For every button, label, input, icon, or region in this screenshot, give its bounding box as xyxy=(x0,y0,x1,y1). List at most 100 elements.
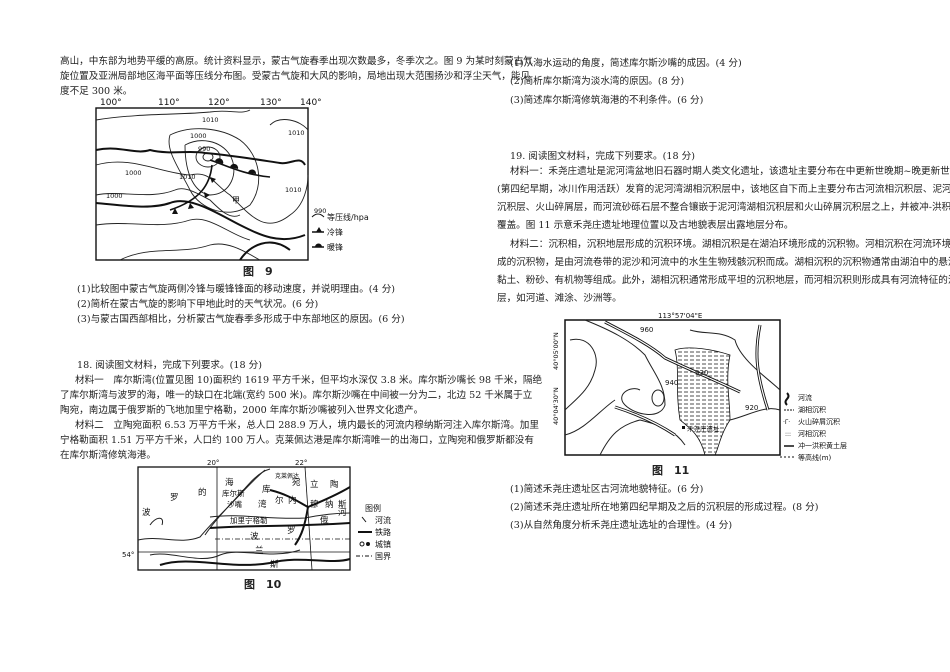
lon-label: 120° xyxy=(208,98,230,108)
figure-9-caption: 图 9 xyxy=(243,265,273,278)
map-label: 斯 xyxy=(270,559,279,570)
map-label: 罗 xyxy=(287,526,296,536)
q18-material-line: 了库尔斯湾与波罗的海，唯一的缺口在北端(宽约 500 米)。库尔斯沙嘴在中间被一… xyxy=(60,390,533,401)
q19-material-line: 材料一：禾尧庄遗址是泥河湾盆地旧石器时期人类文化遗址，该遗址主要分布在中更新世晚… xyxy=(510,166,950,177)
q18-material-line: 材料二 立陶宛面积 6.53 万平方千米，总人口 288.9 万人，境内最长的河… xyxy=(75,420,539,431)
isobar-label: 1010 xyxy=(288,129,305,137)
svg-text:·Γ·: ·Γ· xyxy=(783,419,790,426)
figure-9-map: 100° 110° 120° 130° 140° 1010 1000 990 1… xyxy=(95,98,369,261)
q19-material-line: 材料二：沉积相，沉积地层形成的沉积环境。湖相沉积是在湖泊环境形成的沉积物。河相沉… xyxy=(510,239,950,250)
isobar-label: 1010 xyxy=(202,116,219,124)
q18-material-line: 材料一 库尔斯湾(位置见图 10)面积约 1619 平方千米，但平均水深仅 3.… xyxy=(75,375,543,386)
map-label: 库 xyxy=(262,484,271,495)
lat-label: 20° xyxy=(207,459,219,467)
map-label: 宛 xyxy=(292,477,301,488)
legend-isobar: 等压线/hpa xyxy=(327,212,369,222)
lat-label: 54° xyxy=(122,551,134,559)
question-17-1: (1)比较图中蒙古气旋两侧冷锋与暖锋锋面的移动速度，并说明理由。(4 分) xyxy=(77,284,396,295)
figure-10-map: 20° 22° 54° 波 罗 的 海 库尔斯 沙嘴 克莱佩达 立 陶 宛 库 … xyxy=(122,459,391,571)
legend-isobar-value: 990 xyxy=(314,207,326,215)
legend-railway: 铁路 xyxy=(375,527,391,537)
question-18-3: (3)简述库尔斯湾修筑海港的不利条件。(6 分) xyxy=(510,95,704,106)
contour-label: 940 xyxy=(665,379,678,387)
map-label: 罗 xyxy=(170,493,179,503)
question-19-1: (1)简述禾尧庄遗址区古河流地貌特征。(6 分) xyxy=(510,484,704,495)
question-17-3: (3)与蒙古国西部相比，分析蒙古气旋春季多形成于中东部地区的原因。(6 分) xyxy=(77,314,405,325)
isobar-label: 1000 xyxy=(190,132,207,140)
legend-title: 图例 xyxy=(365,503,381,513)
question-19-2: (2)简述禾尧庄遗址所在地第四纪早期及之后的沉积层的形成过程。(8 分) xyxy=(510,502,819,513)
map-label: 穆 xyxy=(310,499,319,510)
lon-label: 130° xyxy=(260,98,282,108)
map-label: 陶 xyxy=(330,479,339,490)
place-label: 甲 xyxy=(232,196,240,205)
intro-line: 旋位置及亚洲局部地区海平面等压线分布图。受蒙古气旋和大风的影响，局地出现大范围扬… xyxy=(60,71,531,82)
q18-material-line: 在库尔斯湾修筑海港。 xyxy=(60,450,156,461)
q19-material-line: (第四纪早期，冰川作用活跃）发育的泥河湾湖相沉积层中，该地区自下而上主要分布古河… xyxy=(497,184,950,195)
isobar-label: 990 xyxy=(198,145,210,153)
isobar-label: 1000 xyxy=(106,192,123,200)
map-label: 库尔斯 xyxy=(222,488,245,498)
map-label: 海 xyxy=(225,477,234,488)
contour-label: 960 xyxy=(640,326,653,334)
figure-10-caption: 图 10 xyxy=(244,578,282,591)
map-label: 波 xyxy=(250,531,259,542)
map-label: 沙嘴 xyxy=(227,499,242,509)
lat-label: 22° xyxy=(295,459,307,467)
legend-item: 河流 xyxy=(798,393,812,402)
legend-item: 等高线(m) xyxy=(798,453,832,462)
legend-item: 火山碎屑沉积 xyxy=(798,417,840,426)
svg-text::::: ::: xyxy=(785,431,791,438)
map-label: 斯 xyxy=(338,499,347,510)
map-label: 内 xyxy=(288,495,297,506)
contour-label: 930 xyxy=(695,369,708,377)
q18-material-line: 陶宛，南边属于俄罗斯的飞地加里宁格勒，2000 年库尔斯沙嘴被列入世界文化遗产。 xyxy=(60,405,424,416)
q18-material-line: 宁格勒面积 1.51 万平方千米，人口约 100 万人。克莱佩达港是库尔斯湾唯一… xyxy=(60,435,534,446)
longitude-label: 113°57'04"E xyxy=(658,312,702,320)
legend-town: 城镇 xyxy=(375,539,391,549)
map-label: 波 xyxy=(142,507,151,518)
map-label: 湾 xyxy=(258,499,267,510)
map-label: 兰 xyxy=(255,545,264,556)
latitude-label: 40°04'30"N xyxy=(552,387,560,425)
intro-line: 度不足 300 米。 xyxy=(60,86,133,97)
contour-label: 920 xyxy=(745,404,758,412)
legend-cold-front: 冷锋 xyxy=(327,227,343,237)
legend-warm-front: 暖锋 xyxy=(327,242,343,252)
figure-11-caption: 图 11 xyxy=(652,464,690,477)
map-label: 加里宁格勒 xyxy=(230,515,268,525)
map-label: 克莱佩达 xyxy=(275,472,299,480)
question-18-1: (1)从海水运动的角度，简述库尔斯沙嘴的成因。(4 分) xyxy=(510,58,742,69)
isobar-label: 1000 xyxy=(125,169,142,177)
q19-material-line: 成的沉积物，是由河流卷带的泥沙和河流中的水生生物残骸沉积而成。湖相沉积的沉积物通… xyxy=(497,257,950,268)
isobar-label: 1010 xyxy=(179,173,196,181)
question-19-heading: 19. 阅读图文材料，完成下列要求。(18 分) xyxy=(510,151,695,162)
map-label: 立 xyxy=(310,479,319,490)
map-label: 尔 xyxy=(275,495,284,506)
question-17-2: (2)简析在蒙古气旋的影响下甲地此时的天气状况。(6 分) xyxy=(77,299,319,310)
lon-label: 110° xyxy=(158,98,180,108)
q19-material-line: 覆盖。图 11 示意禾尧庄遗址地理位置以及古地貌表层出露地层分布。 xyxy=(497,220,794,231)
map-label: 俄 xyxy=(320,515,329,526)
site-label: 禾尧庄遗址 xyxy=(687,424,720,433)
legend-item: 湖相沉积 xyxy=(798,405,826,414)
q19-material-line: 沉积层、火山碎屑层，而河流砂砾石层不整合镶嵌于泥河湾湖相沉积层和火山碎屑沉积层之… xyxy=(497,202,950,213)
legend-item: 冲一洪积黄土层 xyxy=(798,441,847,450)
map-label: 的 xyxy=(198,487,207,498)
legend-border: 国界 xyxy=(375,552,391,561)
figure-11-map: 113°57'04"E 40°05'00"N 40°04'30"N 960 93… xyxy=(552,312,847,462)
legend-river: 河流 xyxy=(375,515,391,525)
q19-material-line: 层，如河道、滩涂、沙洲等。 xyxy=(497,293,622,304)
map-label: 河 xyxy=(338,507,347,518)
map-label: 纳 xyxy=(325,499,334,510)
q19-material-line: 黏土、粉砂、有机物等组成。此外，湖相沉积通常形成平坦的沉积地层，而河相沉积则形成… xyxy=(497,275,950,286)
lon-label: 140° xyxy=(300,98,322,108)
intro-line: 高山，中东部为地势平缓的高原。统计资料显示，蒙古气旋春季出现次数最多，冬季次之。… xyxy=(60,56,533,67)
question-19-3: (3)从自然角度分析禾尧庄遗址选址的合理性。(4 分) xyxy=(510,520,733,531)
legend-item: 河相沉积 xyxy=(798,429,826,438)
lon-label: 100° xyxy=(100,98,122,108)
isobar-label: 1010 xyxy=(285,186,302,194)
question-18-2: (2)简析库尔斯湾为淡水湾的原因。(8 分) xyxy=(510,76,685,87)
latitude-label: 40°05'00"N xyxy=(552,332,560,370)
question-18-heading: 18. 阅读图文材料，完成下列要求。(18 分) xyxy=(77,360,262,371)
